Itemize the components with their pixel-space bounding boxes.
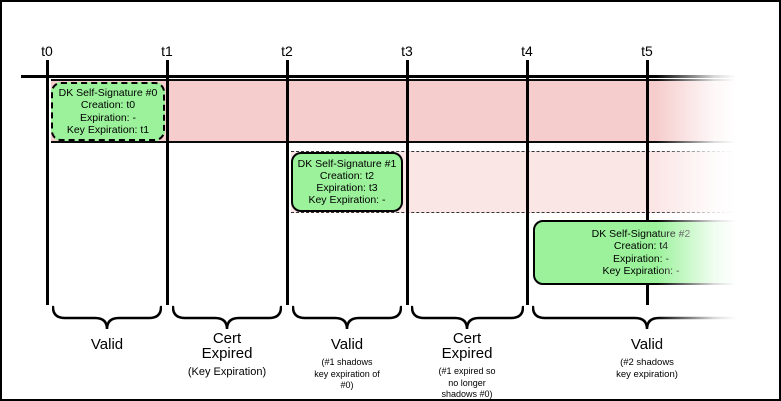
signature-key-expiration: Key Expiration: - xyxy=(308,194,386,207)
brace-region-0 xyxy=(52,305,162,330)
tick-label-t1: t1 xyxy=(161,43,173,59)
right-edge-fade xyxy=(656,52,779,352)
region-sublabel: (#1 expired so no longer shadows #0) xyxy=(438,366,496,399)
tick-line-t1 xyxy=(166,60,169,305)
cert-expired-band-strong xyxy=(51,79,735,143)
signature-creation: Creation: t0 xyxy=(80,99,136,112)
tick-line-t0 xyxy=(46,60,49,305)
tick-line-t5 xyxy=(646,60,649,305)
region-label: Valid xyxy=(90,336,124,353)
region-valid-2: Valid (#2 shadows key expiration) xyxy=(567,337,727,380)
brace-region-2 xyxy=(292,305,402,330)
signature-key-expiration: Key Expiration: t1 xyxy=(66,123,150,136)
tick-line-t4 xyxy=(526,60,529,305)
region-sublabel: (Key Expiration) xyxy=(187,366,267,378)
signature-expiration: Expiration: t3 xyxy=(316,182,378,194)
tick-line-t3 xyxy=(406,60,409,305)
signature-box-title: DK Self-Signature #1 xyxy=(297,157,397,170)
tick-label-t0: t0 xyxy=(41,43,53,59)
brace-region-1 xyxy=(172,305,282,330)
region-sublabel: (#1 shadows key expiration of #0) xyxy=(314,357,380,390)
signature-box-title: DK Self-Signature #0 xyxy=(58,87,158,100)
signature-creation: Creation: t2 xyxy=(319,169,375,182)
region-valid-1: Valid (#1 shadows key expiration of #0) xyxy=(282,337,412,392)
region-label: Cert Expired xyxy=(201,330,253,362)
signature-box-0: DK Self-Signature #0 Creation: t0 Expira… xyxy=(51,82,165,141)
region-label: Valid xyxy=(330,336,364,353)
tick-label-t3: t3 xyxy=(401,43,413,59)
region-valid-0: Valid xyxy=(47,337,167,352)
region-cert-expired-1: Cert Expired (#1 expired so no longer sh… xyxy=(402,330,532,399)
tick-label-t2: t2 xyxy=(281,43,293,59)
signature-box-1: DK Self-Signature #1 Creation: t2 Expira… xyxy=(291,152,403,212)
tick-label-t5: t5 xyxy=(641,43,653,59)
brace-region-3 xyxy=(411,305,524,330)
signature-creation: Creation: t4 xyxy=(613,240,669,253)
region-cert-expired-0: Cert Expired (Key Expiration) xyxy=(167,331,287,378)
timeline-axis xyxy=(21,75,735,78)
region-sublabel: (#2 shadows key expiration) xyxy=(616,357,678,380)
tick-label-t4: t4 xyxy=(521,43,533,59)
signature-expiration: Expiration: - xyxy=(79,111,137,124)
signature-expiration: Expiration: - xyxy=(612,252,670,265)
tick-line-t2 xyxy=(286,60,289,305)
region-label: Valid xyxy=(630,336,664,353)
region-label: Cert Expired xyxy=(441,330,493,362)
